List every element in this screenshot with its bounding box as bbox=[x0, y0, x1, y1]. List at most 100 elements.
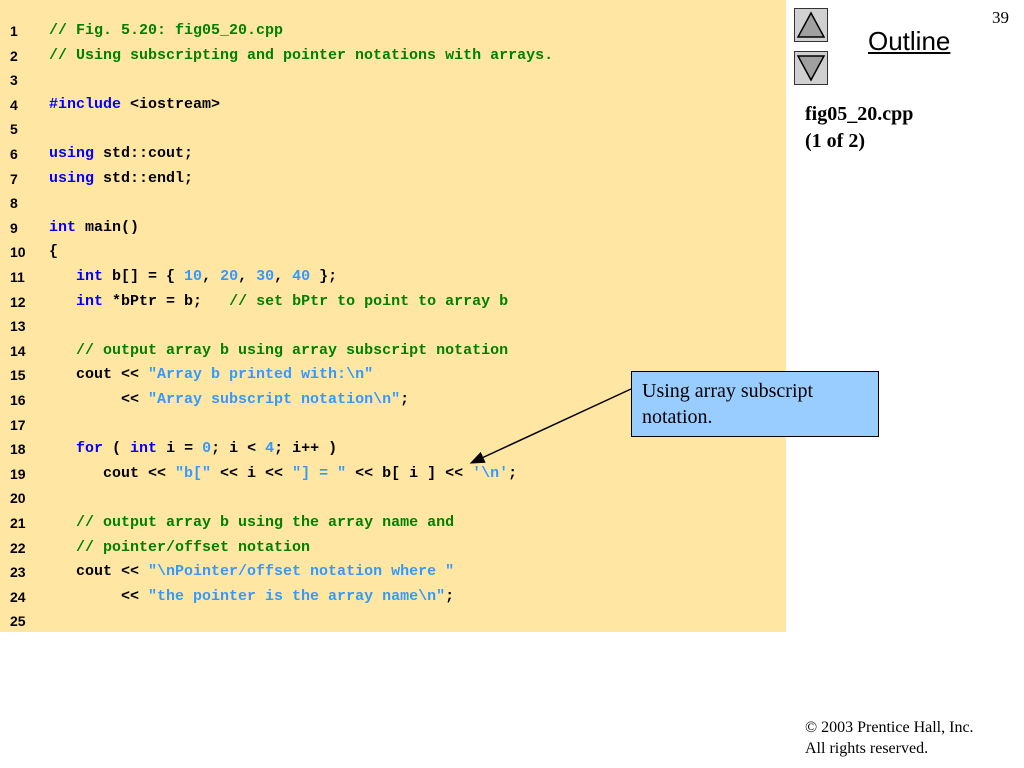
code-token-keyword: using bbox=[49, 169, 95, 187]
outline-link[interactable]: Outline bbox=[868, 26, 951, 56]
code-text: { bbox=[49, 240, 58, 264]
copyright: © 2003 Prentice Hall, Inc. All rights re… bbox=[805, 717, 974, 759]
line-number: 14 bbox=[10, 342, 26, 359]
code-token-plain: ; i++ ) bbox=[274, 440, 338, 458]
callout-note: Using array subscript notation. bbox=[631, 371, 879, 437]
code-token-plain bbox=[49, 268, 76, 285]
code-line: 16 << "Array subscript notation\n"; bbox=[0, 388, 786, 412]
code-line: 24 << "the pointer is the array name\n"; bbox=[0, 585, 786, 609]
code-token-keyword: int bbox=[49, 218, 77, 236]
code-text: // pointer/offset notation bbox=[49, 536, 310, 560]
code-line: 4 #include <iostream> bbox=[0, 93, 786, 117]
code-token-plain bbox=[49, 342, 76, 359]
line-number: 15 bbox=[10, 367, 26, 384]
code-line: 14 // output array b using array subscri… bbox=[0, 339, 786, 363]
line-number: 3 bbox=[10, 72, 18, 89]
code-token-plain: , bbox=[202, 268, 221, 285]
code-token-plain: std::endl; bbox=[94, 169, 194, 187]
line-number: 25 bbox=[10, 613, 26, 630]
code-token-number: 20 bbox=[220, 268, 239, 285]
code-line: 11 int b[] = { 10, 20, 30, 40 }; bbox=[0, 265, 786, 289]
code-text: cout << "\nPointer/offset notation where… bbox=[49, 560, 454, 584]
code-line: 19 cout << "b[" << i << "] = " << b[ i ]… bbox=[0, 462, 786, 486]
code-line: 13 bbox=[0, 314, 786, 338]
code-text: // output array b using array subscript … bbox=[49, 339, 508, 363]
code-text: using std::cout; bbox=[49, 142, 193, 166]
code-text: for ( int i = 0; i < 4; i++ ) bbox=[49, 437, 337, 461]
code-token-plain: ; bbox=[445, 587, 455, 605]
code-token-string: "\nPointer/offset notation where " bbox=[148, 563, 455, 581]
code-text: using std::endl; bbox=[49, 167, 193, 191]
code-token-plain: cout << bbox=[49, 464, 176, 482]
code-token-comment: // pointer/offset notation bbox=[76, 538, 311, 556]
code-token-plain: }; bbox=[310, 268, 338, 285]
code-token-plain: { bbox=[49, 243, 59, 261]
line-number: 21 bbox=[10, 515, 26, 531]
code-token-string: "Array b printed with:\n" bbox=[148, 366, 374, 384]
code-token-comment: // Fig. 5.20: fig05_20.cpp bbox=[49, 22, 284, 39]
code-token-plain: ; bbox=[400, 391, 410, 408]
code-token-plain: b[] = { bbox=[103, 268, 185, 285]
code-token-plain: std::cout; bbox=[94, 145, 194, 162]
code-line: 18 for ( int i = 0; i < 4; i++ ) bbox=[0, 437, 786, 461]
code-token-plain bbox=[49, 440, 76, 457]
line-number: 22 bbox=[10, 539, 26, 556]
code-text: // output array b using the array name a… bbox=[49, 511, 454, 535]
code-text: // Fig. 5.20: fig05_20.cpp bbox=[49, 19, 283, 43]
code-line: 10{ bbox=[0, 240, 786, 264]
code-token-plain: << b[ i ] << bbox=[346, 464, 473, 482]
triangle-down-icon bbox=[796, 55, 826, 82]
next-slide-button[interactable] bbox=[794, 51, 828, 85]
line-number: 20 bbox=[10, 490, 26, 507]
code-token-plain: ; bbox=[508, 464, 518, 482]
code-token-plain: i = bbox=[157, 440, 203, 458]
code-text: int main() bbox=[49, 216, 139, 240]
code-token-plain bbox=[49, 293, 76, 310]
code-line: 2// Using subscripting and pointer notat… bbox=[0, 44, 786, 68]
triangle-up-icon bbox=[796, 11, 826, 38]
line-number: 8 bbox=[10, 195, 18, 212]
code-token-string: "Array subscript notation\n" bbox=[148, 391, 401, 408]
code-line: 25 bbox=[0, 609, 786, 633]
line-number: 5 bbox=[10, 121, 18, 138]
code-token-comment: // output array b using the array name a… bbox=[76, 514, 455, 531]
line-number: 13 bbox=[10, 318, 26, 335]
code-token-plain: , bbox=[274, 268, 293, 285]
line-number: 4 bbox=[10, 96, 18, 113]
code-token-number: 4 bbox=[265, 440, 275, 458]
code-token-keyword: for bbox=[76, 440, 104, 458]
code-line: 8 bbox=[0, 191, 786, 215]
code-token-plain: , bbox=[238, 268, 257, 285]
code-token-string: "the pointer is the array name\n" bbox=[148, 587, 446, 605]
code-line: 22 // pointer/offset notation bbox=[0, 536, 786, 560]
code-line: 3 bbox=[0, 68, 786, 92]
line-number: 2 bbox=[10, 47, 18, 64]
code-line: 1// Fig. 5.20: fig05_20.cpp bbox=[0, 19, 786, 43]
code-text: << "the pointer is the array name\n"; bbox=[49, 585, 454, 609]
code-text: #include <iostream> bbox=[49, 93, 220, 117]
line-number: 23 bbox=[10, 564, 26, 581]
code-text: cout << "Array b printed with:\n" bbox=[49, 363, 373, 387]
code-token-comment: // output array b using array subscript … bbox=[76, 341, 509, 359]
code-line: 17 bbox=[0, 413, 786, 437]
rights-line: All rights reserved. bbox=[805, 740, 929, 757]
code-token-keyword: int bbox=[76, 292, 104, 310]
line-number: 19 bbox=[10, 465, 26, 482]
line-number: 18 bbox=[10, 441, 26, 458]
previous-slide-button[interactable] bbox=[794, 8, 828, 42]
code-token-number: 30 bbox=[256, 268, 275, 285]
page-number: 39 bbox=[992, 8, 1009, 27]
code-token-comment: // set bPtr to point to array b bbox=[229, 292, 509, 310]
file-part: (1 of 2) bbox=[805, 130, 865, 152]
code-token-keyword: int bbox=[130, 440, 158, 458]
code-token-keyword: int bbox=[76, 268, 104, 285]
line-number: 17 bbox=[10, 416, 26, 433]
line-number: 12 bbox=[10, 293, 26, 310]
code-token-plain: cout << bbox=[49, 563, 149, 581]
code-token-plain: cout << bbox=[49, 366, 149, 384]
copyright-line: © 2003 Prentice Hall, Inc. bbox=[805, 719, 974, 736]
